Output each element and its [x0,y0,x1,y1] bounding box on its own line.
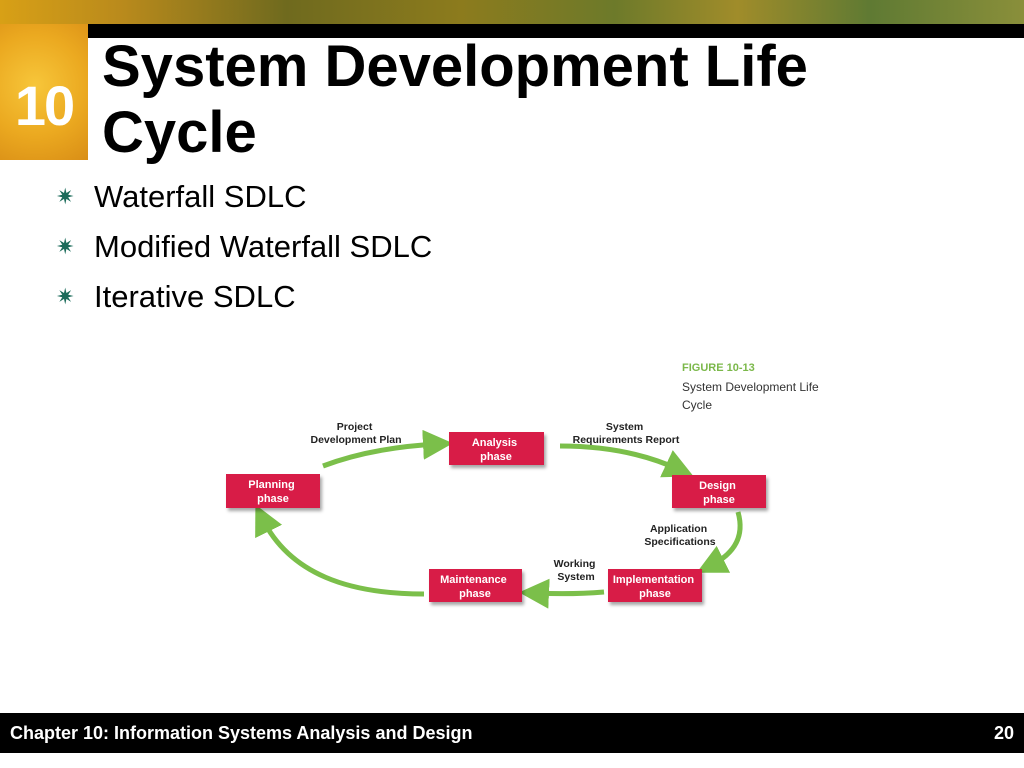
phase-box-design: Design phase [672,475,766,508]
svg-text:Design phase: Design phase [699,480,739,506]
figure-number: FIGURE 10-13 [682,362,755,374]
figure-caption-line-2: Cycle [682,398,712,412]
svg-text:Planning phase: Planning phase [248,479,298,505]
slide-number: 20 [993,723,1014,743]
slide-title: System Development Life Cycle [102,34,1002,166]
phase-box-maintenance: Maintenance phase [429,569,522,602]
arrow-label-application-specifications: Application Specifications [644,523,715,548]
slide-title-line-2: Cycle [102,100,257,165]
bullet-list: ✷ Waterfall SDLC ✷ Modified Waterfall SD… [56,172,432,322]
arrow-maintenance-to-planning [255,504,425,597]
phase-box-implementation: Implementation phase [608,569,702,602]
phase-box-analysis: Analysis phase [449,432,544,465]
arrow-design-to-implementation [696,511,743,573]
top-banner [0,0,1024,24]
chapter-badge: 10 [0,24,88,160]
footer-chapter-title: Chapter 10: Information Systems Analysis… [10,723,473,743]
bullet-item: ✷ Iterative SDLC [56,272,432,322]
svg-text:Implementation phase: Implementation phase [613,574,697,600]
arrow-planning-to-analysis [322,429,453,469]
arrow-label-project-development-plan: Project Development Plan [310,421,401,446]
chapter-number: 10 [14,74,75,137]
phase-box-planning: Planning phase [226,474,320,508]
svg-text:Analysis phase: Analysis phase [472,437,520,463]
arrow-implementation-to-maintenance [519,578,605,609]
bullet-text: Waterfall SDLC [94,179,307,214]
svg-text:Maintenance phase: Maintenance phase [440,574,510,600]
star-bullet-icon: ✷ [56,184,75,209]
title-rule [88,24,1024,38]
slide-footer: Chapter 10: Information Systems Analysis… [0,713,1024,753]
slide-title-line-1: System Development Life [102,34,808,99]
bullet-text: Iterative SDLC [94,279,296,314]
star-bullet-icon: ✷ [56,234,75,259]
arrow-analysis-to-design [559,443,694,478]
star-bullet-icon: ✷ [56,284,75,309]
bullet-text: Modified Waterfall SDLC [94,229,433,264]
bullet-item: ✷ Modified Waterfall SDLC [56,222,432,272]
arrow-label-working-system: Working System [554,558,599,583]
bullet-item: ✷ Waterfall SDLC [56,172,432,222]
arrow-label-system-requirements-report: System Requirements Report [573,421,680,446]
figure-caption-line-1: System Development Life [682,380,819,394]
